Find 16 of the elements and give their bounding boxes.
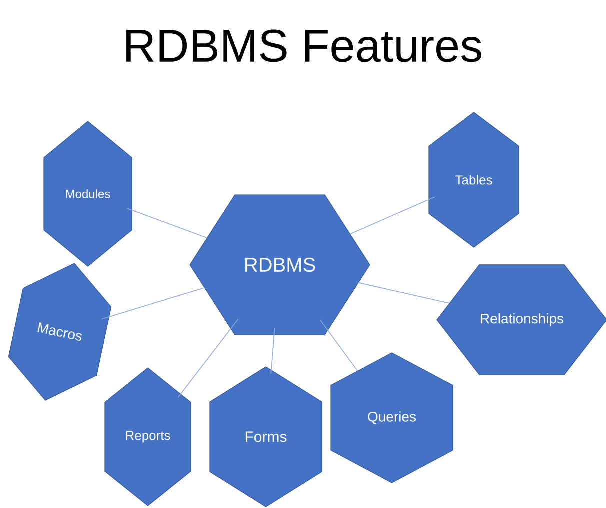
hexagon: Relationships xyxy=(436,264,606,376)
connector-line xyxy=(350,196,436,234)
hexagon: Forms xyxy=(210,366,322,508)
connector-line xyxy=(178,318,239,398)
connector-line xyxy=(358,282,450,304)
connector-line xyxy=(102,288,205,320)
connector-line xyxy=(126,208,208,238)
hexagon: Modules xyxy=(44,121,132,267)
hexagon: RDBMS xyxy=(190,194,370,336)
title: RDBMS Features xyxy=(126,30,482,62)
hexagon: Macros xyxy=(8,263,112,401)
connector-line xyxy=(320,320,359,372)
connector-line xyxy=(270,328,276,375)
hexagon: Queries xyxy=(330,352,454,484)
hexagon: Tables xyxy=(428,112,520,248)
hexagon: Reports xyxy=(104,368,192,506)
